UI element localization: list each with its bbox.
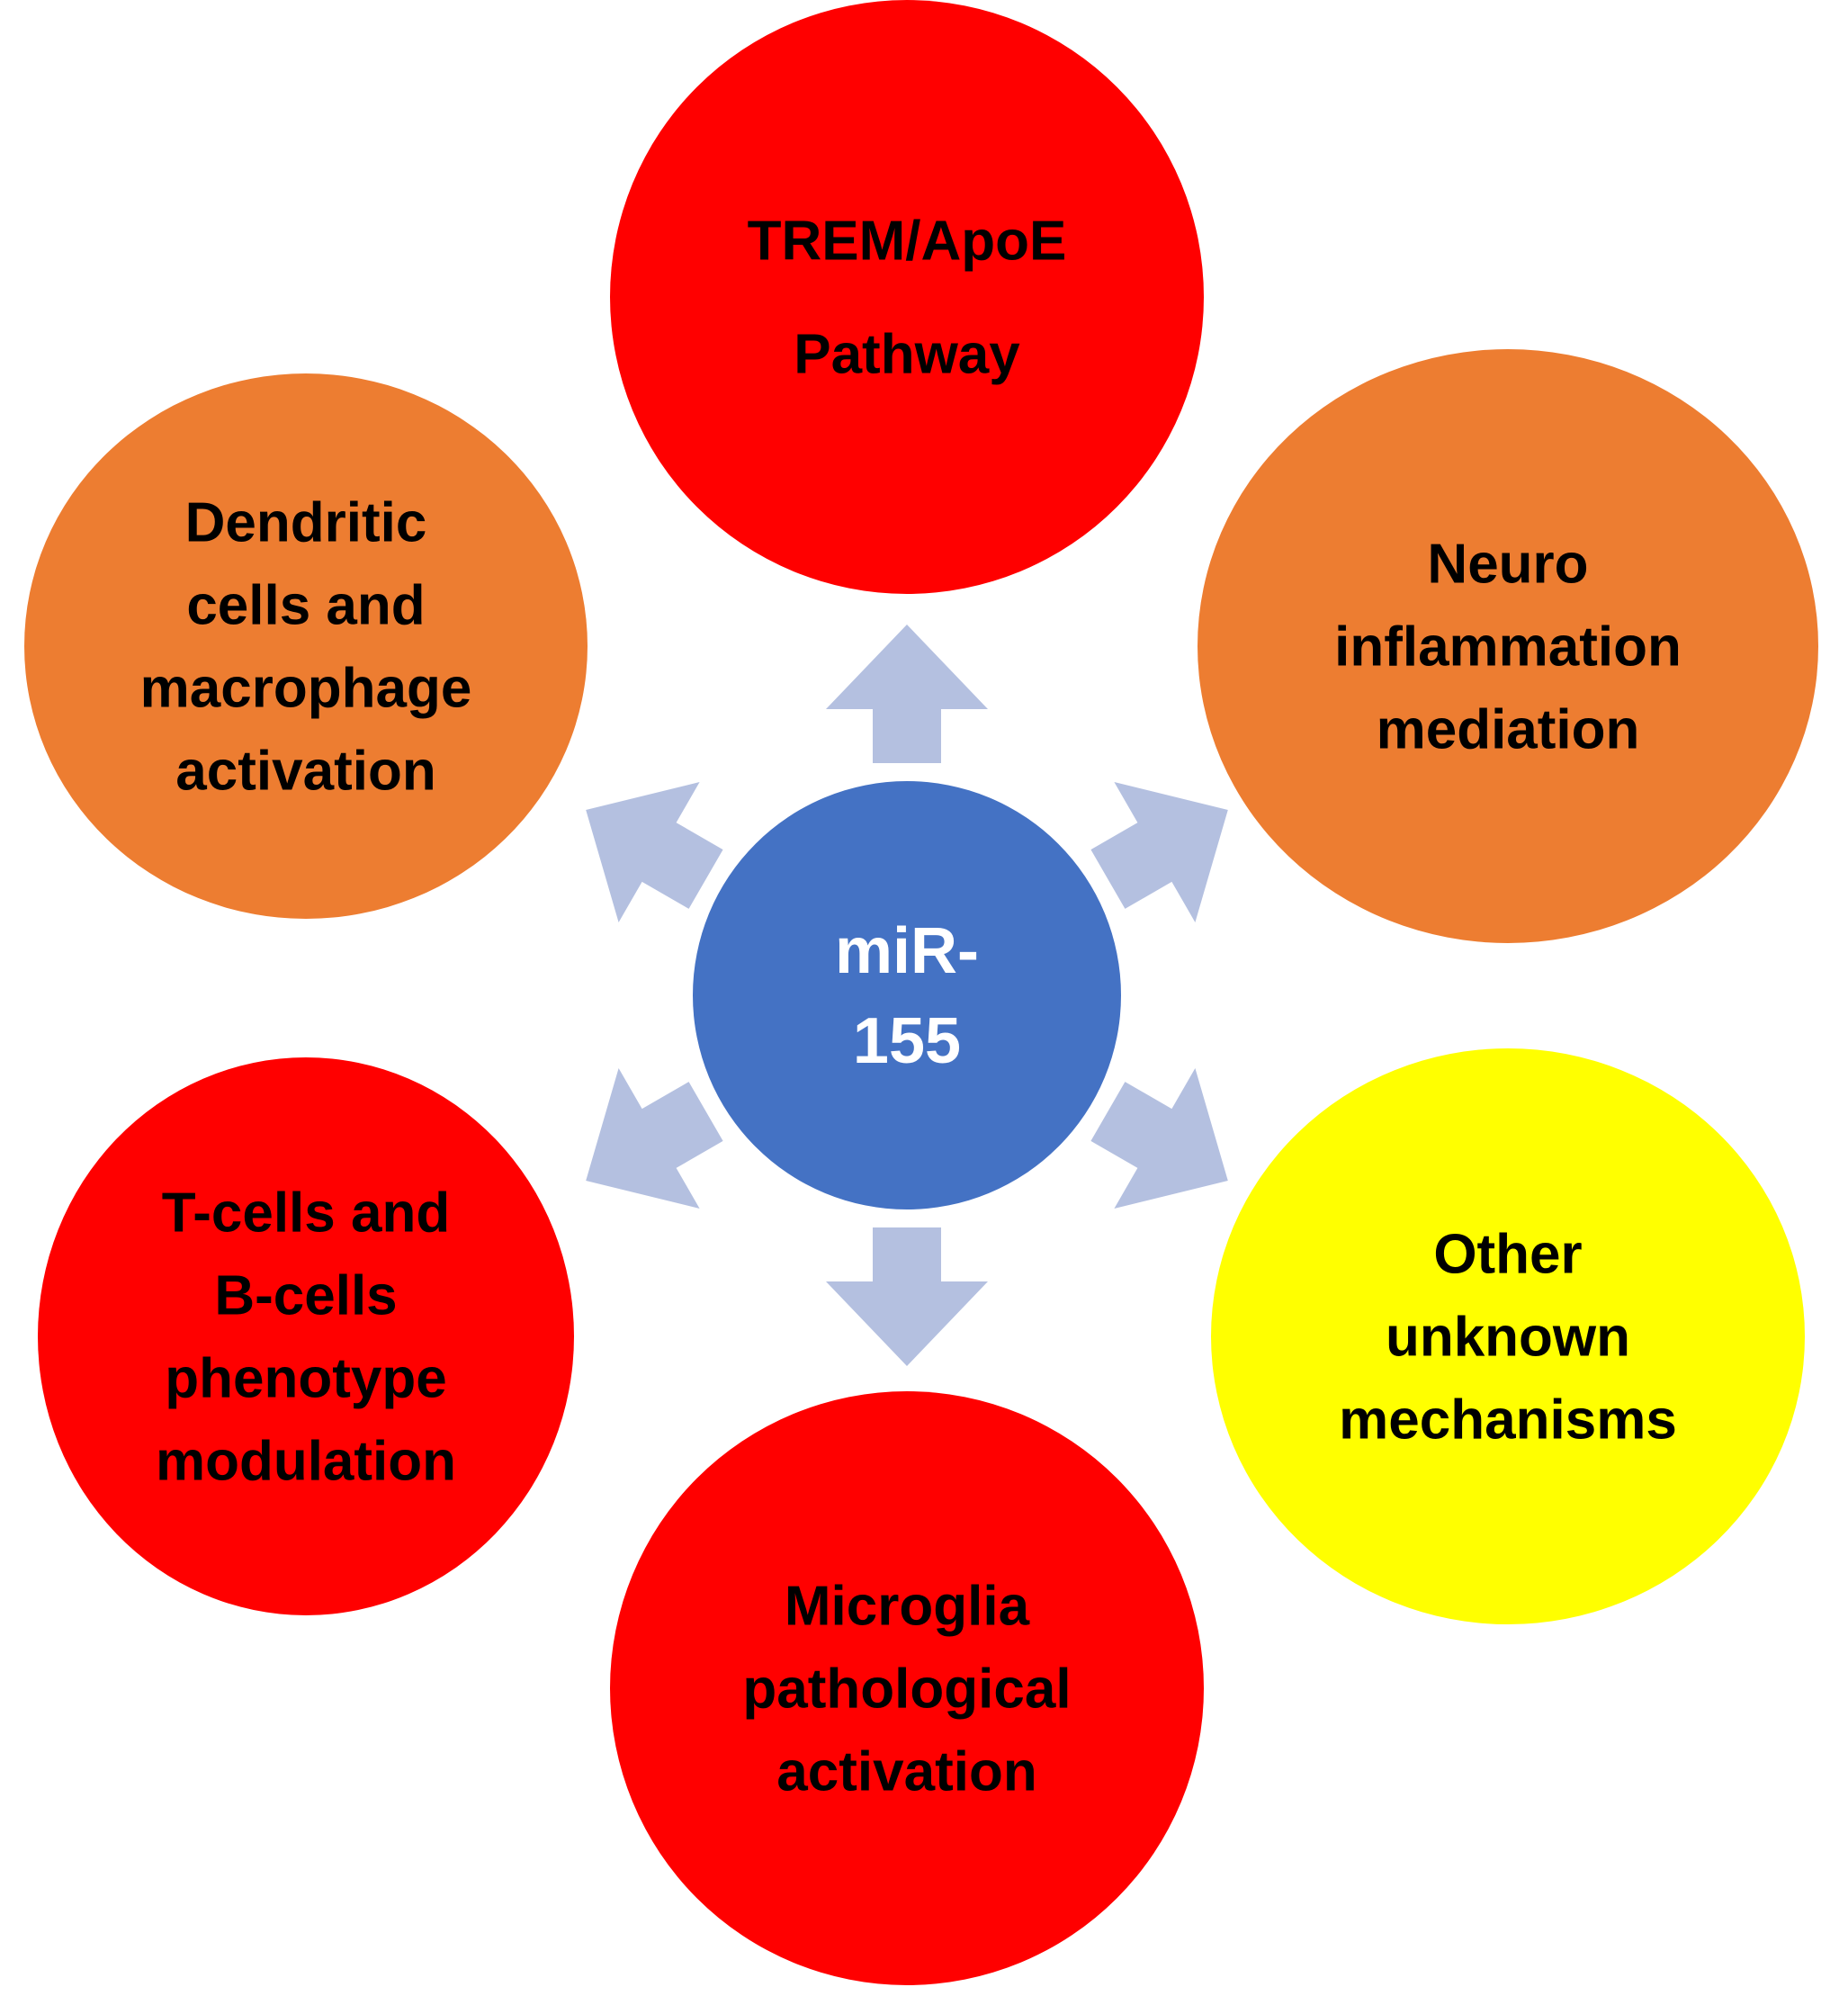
other-unknown-mechanisms-label-line: Other (1433, 1224, 1582, 1286)
other-unknown-mechanisms-label: Other unknown mechanisms (1339, 1224, 1677, 1452)
neuro-inflammation-mediation-label-line: inflammation (1334, 616, 1682, 679)
arrows-layer (586, 625, 1228, 1366)
arrow-to-t-cells-b-cells-phenotype-modulation (586, 1068, 723, 1209)
dendritic-cells-macrophage-activation-label-line: cells and (186, 575, 425, 637)
microglia-pathological-activation-label: Microglia pathological activation (742, 1576, 1071, 1803)
trem-apoe-pathway-label-line: Pathway (794, 324, 1020, 386)
t-cells-b-cells-phenotype-modulation-label-line: phenotype (165, 1348, 446, 1410)
node-neuro-inflammation-mediation: Neuro inflammation mediation (1198, 349, 1818, 943)
microglia-pathological-activation-label-line: Microglia (785, 1576, 1030, 1638)
dendritic-cells-macrophage-activation-circle (24, 373, 588, 919)
other-unknown-mechanisms-circle (1211, 1048, 1805, 1624)
node-other-unknown-mechanisms: Other unknown mechanisms (1211, 1048, 1805, 1624)
dendritic-cells-macrophage-activation-label-line: macrophage (140, 658, 472, 720)
arrow-to-microglia-pathological-activation (826, 1227, 988, 1366)
center-circle (693, 781, 1121, 1209)
neuro-inflammation-mediation-circle (1198, 349, 1818, 943)
arrow-to-trem-apoe-pathway (826, 625, 988, 763)
t-cells-b-cells-phenotype-modulation-label-line: B-cells (214, 1265, 397, 1327)
center-label: miR- 155 (835, 915, 979, 1077)
t-cells-b-cells-phenotype-modulation-label-line: T-cells and (162, 1182, 450, 1245)
neuro-inflammation-mediation-label-line: mediation (1377, 699, 1640, 761)
trem-apoe-pathway-label-line: TREM/ApoE (748, 211, 1067, 273)
microglia-pathological-activation-circle (610, 1391, 1204, 1985)
neuro-inflammation-mediation-label-line: Neuro (1427, 534, 1588, 596)
microglia-pathological-activation-label-line: activation (776, 1741, 1036, 1803)
trem-apoe-pathway-circle (610, 0, 1204, 594)
center-label-line: 155 (853, 1005, 961, 1077)
arrow-to-dendritic-cells-macrophage-activation (586, 782, 723, 922)
dendritic-cells-macrophage-activation-label: Dendritic cells and macrophage activation (140, 492, 472, 803)
t-cells-b-cells-phenotype-modulation-label-line: modulation (156, 1431, 456, 1493)
dendritic-cells-macrophage-activation-label-line: activation (175, 741, 435, 803)
arrow-to-neuro-inflammation-mediation (1090, 782, 1228, 922)
dendritic-cells-macrophage-activation-label-line: Dendritic (185, 492, 427, 554)
node-trem-apoe-pathway: TREM/ApoE Pathway (610, 0, 1204, 594)
arrow-to-other-unknown-mechanisms (1090, 1068, 1228, 1209)
neuro-inflammation-mediation-label: Neuro inflammation mediation (1334, 534, 1682, 761)
center-label-line: miR- (835, 915, 979, 987)
microglia-pathological-activation-label-line: pathological (742, 1659, 1071, 1721)
other-unknown-mechanisms-label-line: mechanisms (1339, 1389, 1677, 1452)
center-node: miR- 155 (693, 781, 1121, 1209)
trem-apoe-pathway-label: TREM/ApoE Pathway (748, 211, 1067, 386)
node-dendritic-cells-macrophage-activation: Dendritic cells and macrophage activation (24, 373, 588, 919)
node-microglia-pathological-activation: Microglia pathological activation (610, 1391, 1204, 1985)
t-cells-b-cells-phenotype-modulation-circle (38, 1057, 574, 1615)
other-unknown-mechanisms-label-line: unknown (1386, 1307, 1630, 1369)
